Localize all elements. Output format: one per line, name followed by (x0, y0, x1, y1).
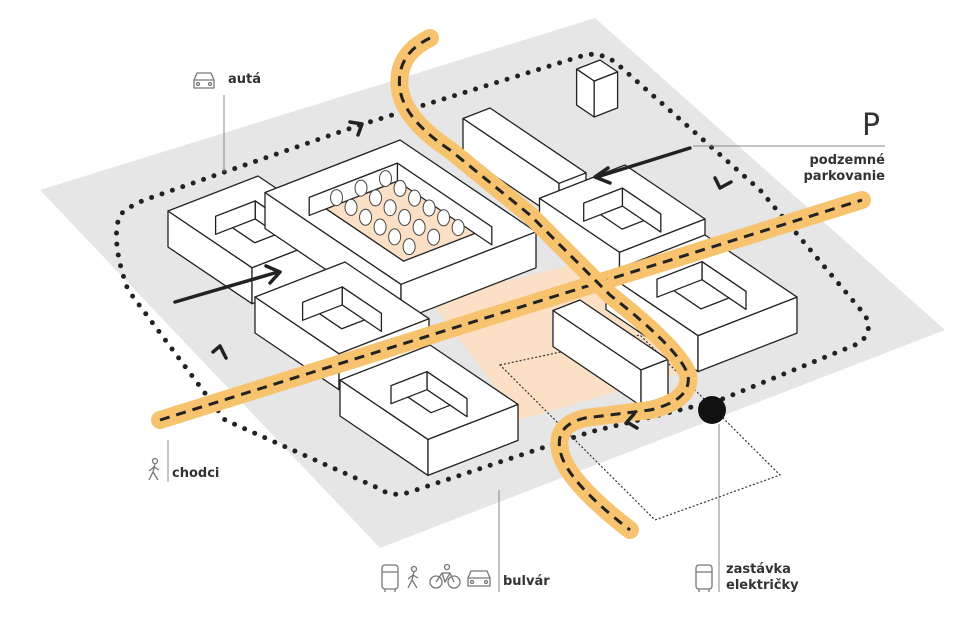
label-parking: podzemné parkovanie (804, 153, 886, 185)
building-roof (552, 299, 669, 371)
tram-stop-line2: električky (726, 578, 799, 593)
building-roof (462, 107, 587, 184)
tree-icon (354, 179, 368, 197)
car-icon (193, 72, 215, 89)
leader-lines (167, 95, 885, 592)
arrow-head-icon (593, 166, 612, 185)
tree-icon (398, 209, 412, 227)
car-loop-path (113, 51, 871, 497)
tree-icon (359, 208, 373, 226)
tree-icon (330, 189, 344, 207)
tree-icon (379, 170, 393, 188)
tree-icon (383, 199, 397, 217)
direction-arrows (173, 120, 733, 430)
courtyard-wall (390, 371, 428, 405)
chevron-icon (348, 120, 364, 137)
label-tram-stop: zastávka električky (726, 562, 799, 594)
road-diagonal (151, 191, 871, 429)
tree-icon (412, 218, 426, 236)
tree-icon (422, 199, 436, 217)
tram-icon (695, 564, 713, 592)
tree-icon (402, 238, 416, 256)
tram-stop-marker (698, 396, 726, 424)
tree-icon (427, 228, 441, 246)
tram-icon (381, 564, 399, 592)
courtyard-wall (214, 200, 256, 235)
label-pedestrians: chodci (172, 466, 220, 481)
courtyard-wall (656, 261, 703, 298)
tram-stop-line1: zastávka (726, 562, 791, 577)
road-winding (390, 29, 698, 539)
building-roof (575, 59, 619, 82)
tree-icon (393, 179, 407, 197)
tree-icon (369, 189, 383, 207)
parking-symbol: P (862, 108, 881, 143)
label-boulevard: bulvár (503, 574, 550, 589)
tree-icon (373, 218, 387, 236)
pedestrian-icon (148, 457, 160, 481)
tree-icon (437, 209, 451, 227)
tree-icon (408, 189, 422, 207)
tree-icon (451, 219, 465, 237)
arrow-head-icon (264, 264, 282, 285)
courtyard-wall (301, 286, 343, 321)
pedestrian-icon (407, 565, 419, 589)
chevron-icon (211, 344, 228, 360)
courtyard-wall (583, 187, 624, 222)
tram-stop-area-outline (498, 334, 782, 521)
chevron-icon (625, 412, 639, 430)
tree-icon (344, 198, 358, 216)
chevron-icon (713, 176, 733, 190)
arrow-icon (173, 270, 280, 304)
parking-line1: podzemné (809, 153, 885, 168)
bicycle-icon (429, 563, 461, 589)
car-icon (467, 570, 491, 587)
label-cars: autá (228, 72, 262, 87)
tree-icon (388, 228, 402, 246)
legend-icons (148, 72, 713, 592)
buildings (167, 59, 798, 477)
parking-line2: parkovanie (803, 169, 886, 184)
arrow-icon (595, 146, 692, 179)
